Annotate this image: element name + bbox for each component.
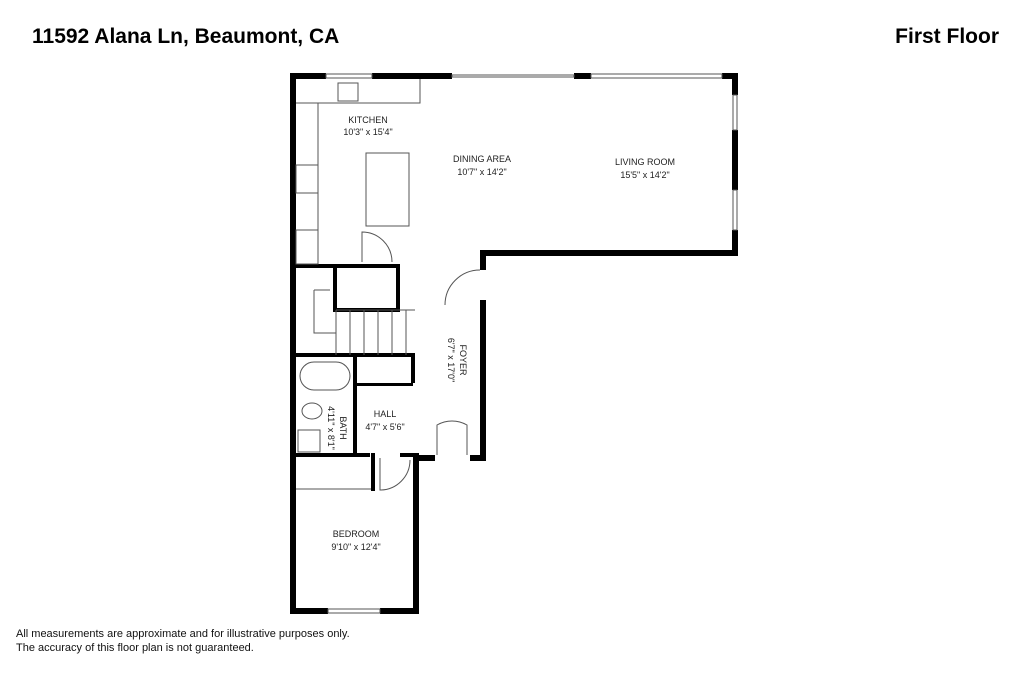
floor-title: First Floor [895,25,999,48]
dining-dims: 10'7" x 14'2" [457,167,506,177]
living-dims: 15'5" x 14'2" [620,170,669,180]
disclaimer-line-2: The accuracy of this floor plan is not g… [16,642,254,654]
kitchen-dims: 10'3" x 15'4" [343,127,392,137]
bedroom-dims: 9'10" x 12'4" [331,542,380,552]
bath-dims: 4'11" x 8'1" [326,406,336,450]
fixtures [295,73,738,614]
bedroom-name: BEDROOM [333,529,380,539]
walls [290,73,738,614]
hall-name: HALL [374,409,397,419]
kitchen-name: KITCHEN [348,115,388,125]
foyer-name: FOYER [458,344,468,376]
address-title: 11592 Alana Ln, Beaumont, CA [32,25,340,48]
dining-name: DINING AREA [453,154,511,164]
hall-dims: 4'7" x 5'6" [365,422,404,432]
living-name: LIVING ROOM [615,157,675,167]
disclaimer-line-1: All measurements are approximate and for… [16,628,350,640]
bath-name: BATH [338,416,348,439]
foyer-dims: 6'7" x 17'0" [446,338,456,382]
room-labels: KITCHEN 10'3" x 15'4" DINING AREA 10'7" … [326,115,675,552]
